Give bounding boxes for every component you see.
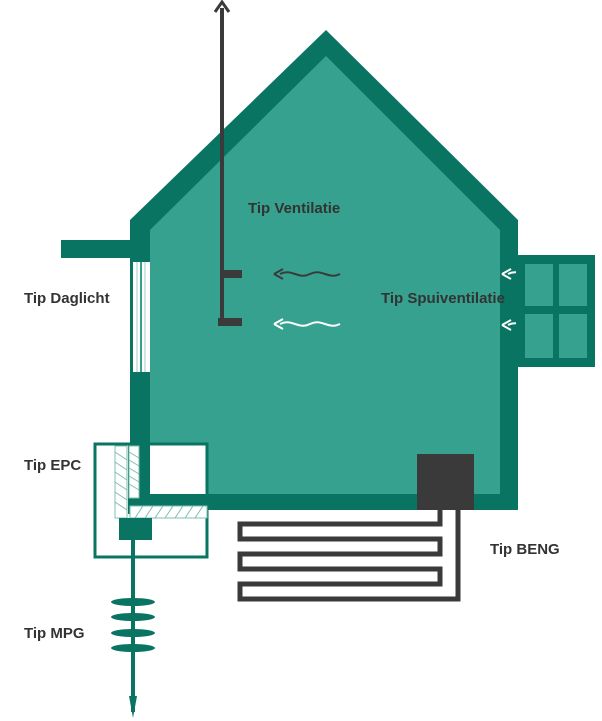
air-flow-arrow-icon <box>273 318 341 330</box>
label-tip-mpg: Tip MPG <box>24 625 85 642</box>
label-tip-ventilatie: Tip Ventilatie <box>248 200 341 217</box>
ground-loop-pipe <box>237 510 461 602</box>
foundation-block <box>119 518 152 540</box>
air-flow-arrow-icon <box>273 268 341 280</box>
epc-insulation <box>114 445 128 519</box>
roof-overhang <box>61 240 141 258</box>
label-tip-beng: Tip BENG <box>490 541 560 558</box>
epc-floor-slab <box>140 494 207 506</box>
label-tip-epc: Tip EPC <box>24 457 82 474</box>
heat-pump-unit <box>417 454 474 510</box>
label-tip-spuiventilatie: Tip Spuiventilatie <box>381 290 505 307</box>
pile-tip <box>129 696 137 718</box>
duct-arrow-up-icon <box>213 0 231 13</box>
label-tip-daglicht: Tip Daglicht <box>24 290 110 307</box>
